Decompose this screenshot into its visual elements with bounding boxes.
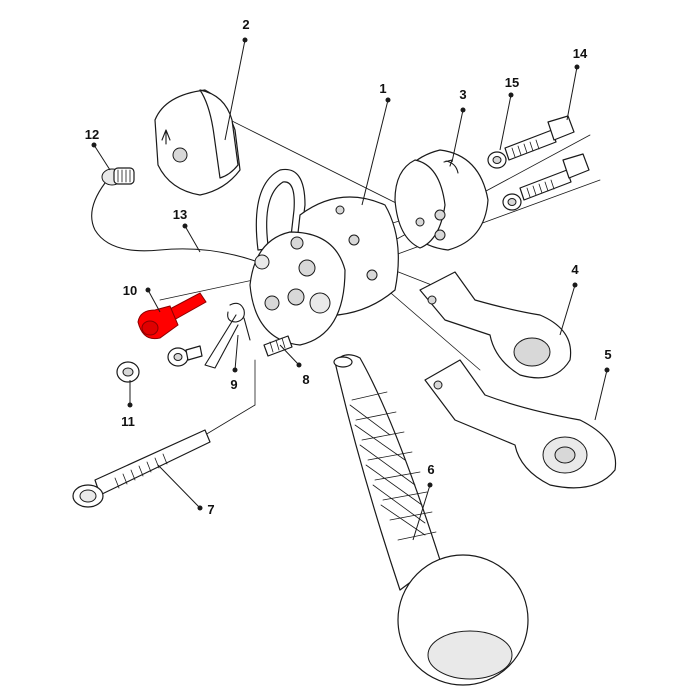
part-4-crank-arm	[419, 271, 572, 379]
callout-12: 12	[85, 127, 99, 142]
part-5-crank-arm	[424, 359, 617, 489]
callout-7: 7	[207, 502, 214, 517]
part-9-spring	[204, 302, 251, 369]
part-15-washers	[487, 151, 522, 211]
callout-8: 8	[302, 372, 309, 387]
callout-1: 1	[379, 81, 386, 96]
callout-9: 9	[230, 377, 237, 392]
part-1-body	[249, 168, 399, 346]
callout-2: 2	[242, 17, 249, 32]
part-3-drum	[394, 149, 489, 251]
part-14-bolts	[504, 115, 590, 201]
part-6-handle	[333, 354, 529, 686]
part-10-bolt-highlighted	[137, 292, 207, 340]
part-12-knob	[101, 167, 135, 186]
callout-14: 14	[573, 46, 588, 61]
callout-labels: 1 2 3 4 5 6 7 8 9 10 11 12 13 14 15	[85, 17, 612, 517]
callout-4: 4	[571, 262, 579, 277]
part-2-cover	[154, 89, 241, 196]
callout-11: 11	[121, 414, 135, 429]
part-7-threaded-pin	[72, 429, 211, 508]
callout-5: 5	[604, 347, 611, 362]
part-11-screw	[116, 345, 203, 383]
leader-lines	[91, 37, 610, 541]
callout-6: 6	[427, 462, 434, 477]
part-8-set-screw	[263, 335, 293, 357]
part-13-cable	[91, 182, 259, 263]
callout-10: 10	[123, 283, 137, 298]
callout-15: 15	[505, 75, 519, 90]
callout-13: 13	[173, 207, 187, 222]
callout-3: 3	[459, 87, 466, 102]
